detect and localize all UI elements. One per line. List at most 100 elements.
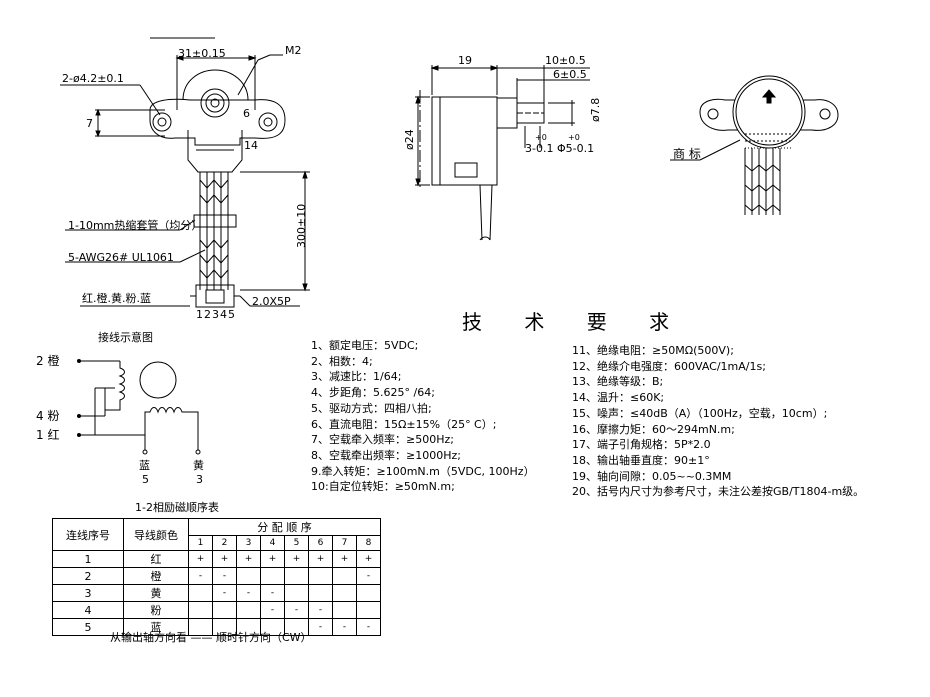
requirement-item: 19、轴向间隙：0.05~~0.3MM: [572, 469, 732, 483]
wire-1-red: 1 红: [36, 428, 60, 442]
logo-mark: [761, 89, 777, 104]
cell-polarity: [332, 601, 357, 619]
cell-polarity: -: [284, 601, 309, 619]
header-wire-color: 导线颜色: [123, 518, 189, 551]
cell-polarity: +: [236, 550, 261, 568]
cell-polarity: +: [260, 550, 285, 568]
dim-3: 3-0.1: [525, 142, 554, 155]
header-step: 7: [332, 535, 357, 551]
requirement-item: 17、端子引角规格：5P*2.0: [572, 438, 711, 452]
dim-3-upper-tol: +0: [535, 133, 547, 142]
wiring-title: 接线示意图: [98, 331, 153, 344]
header-sequence: 分 配 顺 序: [188, 518, 381, 536]
label-wire-spec: 5-AWG26# UL1061: [68, 251, 174, 264]
cell-polarity: [236, 601, 261, 619]
wire-5-blue-number: 5: [142, 473, 149, 486]
label-wire-colors: 红.橙.黄.粉.蓝: [82, 292, 151, 305]
cell-wire-no: 1: [52, 550, 124, 568]
side-view: [415, 65, 590, 241]
cell-polarity: +: [212, 550, 237, 568]
front-view: [60, 37, 310, 308]
label-heat-shrink-tube: 1-10mm热缩套管（均分）: [68, 219, 203, 232]
dim-10: 10±0.5: [545, 54, 586, 67]
requirement-item: 13、绝缘等级：B;: [572, 375, 664, 389]
wiring-schematic: [77, 359, 201, 455]
requirement-item: 16、摩擦力矩：60～294mN.m;: [572, 422, 735, 436]
wire-3-yellow-label: 黄: [193, 459, 204, 472]
cell-wire-color: 粉: [123, 601, 189, 619]
requirement-item: 8、空载牵出频率：≥1000Hz;: [311, 448, 461, 462]
label-connector-pitch: 2.0X5P: [252, 295, 291, 308]
dim-14: 14: [244, 139, 258, 152]
cell-polarity: [188, 601, 213, 619]
cell-wire-no: 4: [52, 601, 124, 619]
cell-polarity: -: [308, 601, 333, 619]
requirement-item: 15、噪声：≤40dB（A）（100Hz，空载，10cm）;: [572, 406, 828, 420]
cell-wire-no: 3: [52, 584, 124, 602]
dim-holes: 2-ø4.2±0.1: [62, 72, 124, 85]
cell-polarity: -: [356, 618, 381, 636]
requirement-item: 3、减速比：1/64;: [311, 370, 402, 384]
cell-polarity: +: [188, 550, 213, 568]
dim-dia-24: ø24: [403, 129, 416, 150]
dim-6: 6: [243, 107, 250, 120]
cell-polarity: +: [284, 550, 309, 568]
requirement-item: 5、驱动方式：四相八拍;: [311, 401, 432, 415]
cell-wire-color: 红: [123, 550, 189, 568]
cell-polarity: -: [356, 567, 381, 585]
label-trademark: 商 标: [673, 147, 701, 161]
cell-polarity: [332, 584, 357, 602]
cell-wire-color: 黄: [123, 584, 189, 602]
dim-width-31: 31±0.15: [178, 47, 226, 60]
cell-polarity: [284, 567, 309, 585]
cell-polarity: +: [308, 550, 333, 568]
perspective-view: [670, 75, 839, 215]
cell-polarity: -: [308, 618, 333, 636]
label-pin-numbers: 12345: [196, 308, 236, 321]
header-step: 4: [260, 535, 285, 551]
cell-polarity: [236, 567, 261, 585]
dim-dia-7-8: ø7.8: [589, 97, 602, 122]
requirement-item: 18、输出轴垂直度：90±1°: [572, 453, 710, 467]
cell-polarity: -: [260, 601, 285, 619]
wire-5-blue-label: 蓝: [139, 459, 150, 472]
dim-m2: M2: [285, 44, 302, 57]
header-step: 8: [356, 535, 381, 551]
cell-polarity: [356, 584, 381, 602]
cell-polarity: [308, 584, 333, 602]
requirement-item: 1、额定电压：5VDC;: [311, 339, 419, 352]
header-step: 3: [236, 535, 261, 551]
sequence-table-title: 1-2相励磁顺序表: [135, 501, 219, 514]
wire-bundle: [193, 172, 237, 290]
header-wire-no: 连线序号: [52, 518, 124, 551]
wire-2-orange: 2 橙: [36, 354, 60, 368]
dim-6b: 6±0.5: [553, 68, 587, 81]
cell-polarity: [356, 601, 381, 619]
rotation-direction-note: 从输出轴方向看 —— 顺时针方向（CW）: [110, 631, 312, 644]
requirement-item: 12、绝缘介电强度：600VAC/1mA/1s;: [572, 359, 766, 373]
table-header-row: 连线序号导线颜色分 配 顺 序: [52, 518, 381, 551]
cell-wire-color: 橙: [123, 567, 189, 585]
cell-polarity: +: [356, 550, 381, 568]
cell-polarity: [332, 567, 357, 585]
requirement-item: 14、温升：≤60K;: [572, 391, 665, 405]
header-step: 6: [308, 535, 333, 551]
cell-polarity: [308, 567, 333, 585]
requirement-item: 2、相数：4;: [311, 354, 373, 368]
requirement-item: 9.牵入转矩：≥100mN.m（5VDC, 100Hz）: [311, 464, 535, 478]
cell-polarity: [212, 601, 237, 619]
cell-polarity: -: [212, 567, 237, 585]
cell-polarity: [284, 584, 309, 602]
dim-19: 19: [458, 54, 472, 67]
requirement-item: 10:自定位转矩：≥50mN.m;: [311, 480, 455, 494]
cell-polarity: [188, 584, 213, 602]
dim-5: Φ5-0.1: [557, 142, 595, 155]
